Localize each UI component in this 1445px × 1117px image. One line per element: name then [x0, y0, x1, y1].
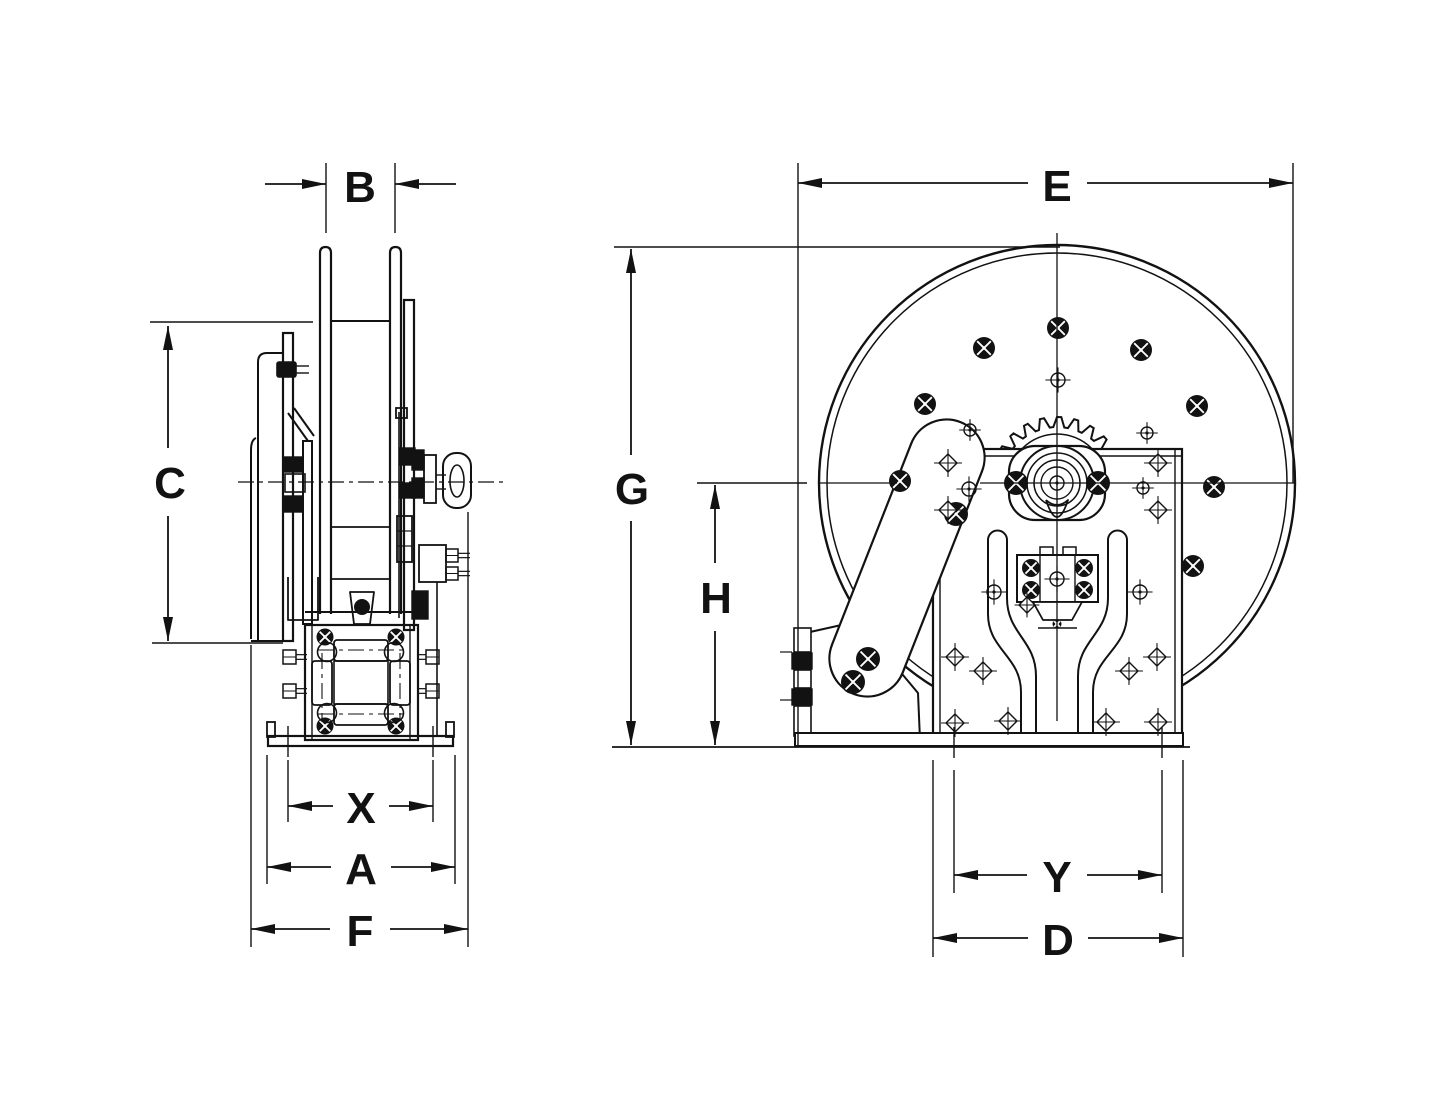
dimension-label-B: B — [344, 163, 376, 212]
dimension-label-A: A — [345, 845, 377, 894]
front-view — [612, 233, 1297, 748]
dimension-H: H — [697, 482, 807, 745]
dimension-label-H: H — [700, 574, 732, 623]
dimension-label-G: G — [615, 465, 649, 514]
dimension-B: B — [265, 163, 456, 233]
dimension-A: A — [266, 755, 456, 894]
dimension-label-X: X — [346, 784, 375, 833]
dimension-label-Y: Y — [1042, 853, 1071, 902]
dimension-F: F — [250, 512, 469, 956]
dimension-G: G — [614, 246, 1060, 745]
dimension-D: D — [932, 760, 1184, 965]
dimension-label-E: E — [1042, 162, 1071, 211]
side-view — [238, 245, 505, 748]
dimension-C: C — [150, 321, 313, 644]
dimension-label-C: C — [154, 459, 186, 508]
dimension-label-D: D — [1042, 916, 1074, 965]
dimension-X: X — [287, 726, 434, 833]
dimension-label-F: F — [347, 907, 374, 956]
dimension-Y: Y — [953, 727, 1163, 902]
dimension-E: E — [797, 162, 1294, 746]
